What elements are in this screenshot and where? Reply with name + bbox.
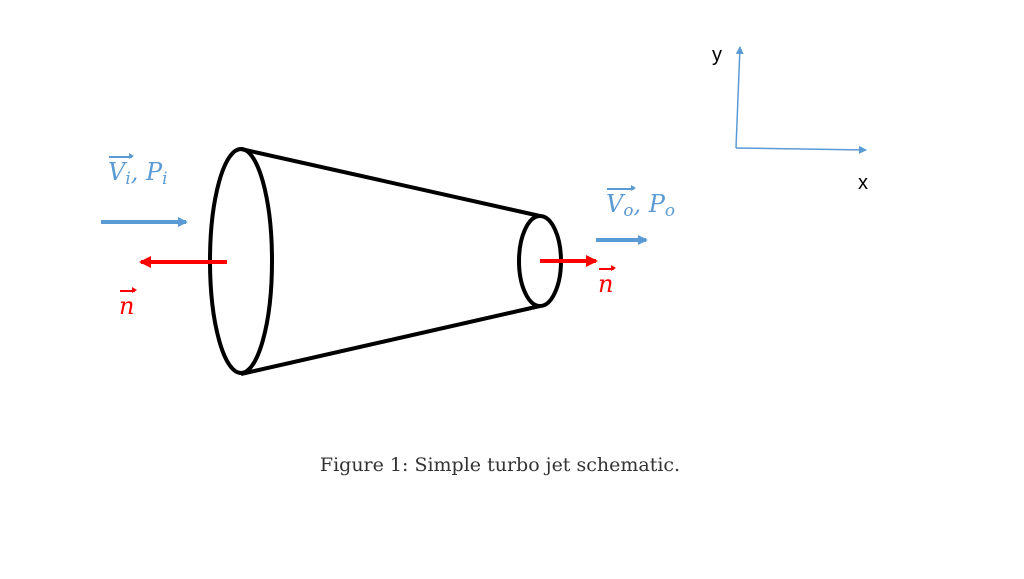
coordinate-axes [735,46,867,154]
cone-body [208,147,563,376]
inlet-velocity-pressure-label: Vi, Pi [108,152,168,189]
outlet-velocity-pressure-label: Vo, Po [606,184,675,221]
y-axis-label: y [712,44,722,66]
cone-bottom-edge [240,304,541,376]
x-axis-arrow [735,145,867,154]
figure-caption: Figure 1: Simple turbo jet schematic. [319,454,681,476]
inlet-normal-label: n [119,287,139,320]
y-axis-arrow [735,46,744,149]
inlet-velocity-vector: Vi [108,152,134,189]
cone-top-edge [240,147,541,218]
x-axis-label: x [858,172,868,194]
outlet-velocity-vector: Vo [606,184,637,221]
outlet-normal-label: n [598,265,618,298]
